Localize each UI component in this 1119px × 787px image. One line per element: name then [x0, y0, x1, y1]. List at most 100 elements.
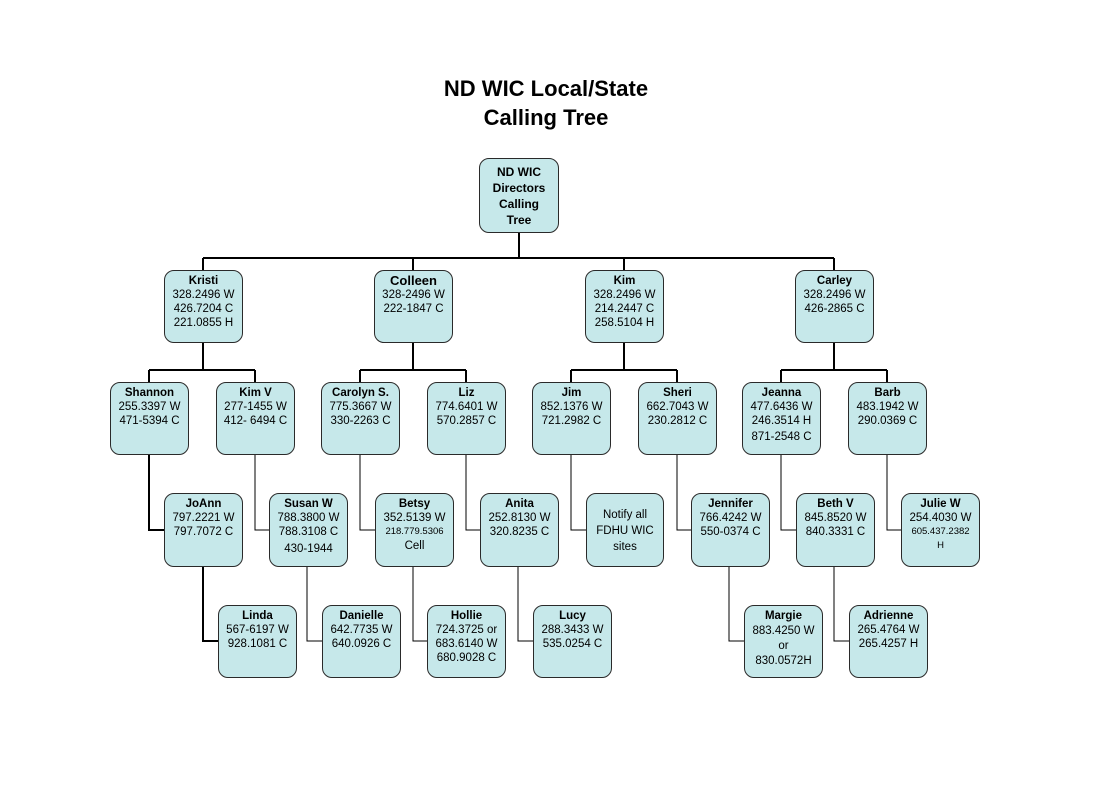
- node-liz: Liz 774.6401 W 570.2857 C: [427, 382, 506, 455]
- node-name: Julie W: [920, 498, 961, 510]
- node-carley: Carley 328.2496 W 426-2865 C: [795, 270, 874, 343]
- node-phone: 840.3331 C: [805, 526, 866, 538]
- node-name: Anita: [505, 498, 534, 510]
- connector-jennifer-margie: [728, 567, 744, 642]
- node-phone: 258.5104 H: [594, 317, 655, 329]
- connector-joann-linda: [202, 567, 218, 642]
- node-name: Kim V: [239, 387, 272, 399]
- node-phone: 426.7204 C: [173, 303, 234, 315]
- node-name: Danielle: [339, 610, 384, 622]
- node-sheri: Sheri 662.7043 W 230.2812 C: [638, 382, 717, 455]
- root-line: Calling: [498, 197, 539, 211]
- node-phone: 680.9028 C: [436, 652, 497, 664]
- node-name: Margie: [764, 610, 803, 622]
- node-phone: 230.2812 C: [647, 415, 708, 427]
- connector-sheri-jennifer: [676, 455, 691, 531]
- node-phone: 221.0855 H: [173, 317, 234, 329]
- node-name: Sheri: [663, 387, 692, 399]
- node-colleen: Colleen 328-2496 W 222-1847 C: [374, 270, 453, 343]
- node-carolyn-s: Carolyn S. 775.3667 W 330-2263 C: [321, 382, 400, 455]
- node-phone: 265.4257 H: [858, 638, 919, 650]
- node-anita: Anita 252.8130 W 320.8235 C: [480, 493, 559, 567]
- node-notify-fdhu: Notify all FDHU WIC sites: [586, 493, 664, 567]
- node-phone: 788.3800 W: [277, 512, 340, 524]
- node-phone: 471-5394 C: [119, 415, 180, 427]
- node-shannon: Shannon 255.3397 W 471-5394 C: [110, 382, 189, 455]
- node-phone: 252.8130 W: [488, 512, 551, 524]
- node-name: Kristi: [188, 275, 219, 287]
- title-line-1: ND WIC Local/State: [443, 76, 649, 101]
- node-name: Beth V: [817, 498, 854, 510]
- connector-betsy-hollie: [412, 567, 427, 642]
- node-text: Notify all: [602, 509, 648, 521]
- connector-carolyn-betsy: [359, 455, 375, 531]
- node-name: Barb: [874, 387, 901, 399]
- node-phone: 883.4250 W: [752, 625, 815, 637]
- node-phone: 642.7735 W: [330, 624, 393, 636]
- node-text: sites: [613, 541, 637, 553]
- node-phone: 797.2221 W: [172, 512, 235, 524]
- node-phone: 928.1081 C: [227, 638, 288, 650]
- connector-susan-danielle: [306, 567, 322, 642]
- node-name: Colleen: [390, 273, 437, 288]
- node-phone: 845.8520 W: [804, 512, 867, 524]
- node-root: ND WIC Directors Calling Tree: [479, 158, 559, 233]
- node-julie-w: Julie W 254.4030 W 605.437.2382 H: [901, 493, 980, 567]
- root-line: ND WIC: [497, 165, 541, 179]
- node-phone: 788.3108 C: [278, 526, 339, 538]
- title-line-2: Calling Tree: [483, 105, 609, 130]
- node-kim-v: Kim V 277-1455 W 412- 6494 C: [216, 382, 295, 455]
- connector-liz-anita: [465, 455, 480, 531]
- node-phone: 328.2496 W: [593, 289, 656, 301]
- node-name: Jim: [561, 387, 582, 399]
- node-phone: 852.1376 W: [540, 401, 603, 413]
- node-jeanna: Jeanna 477.6436 W 246.3514 H 871-2548 C: [742, 382, 821, 455]
- node-phone: 426-2865 C: [804, 303, 865, 315]
- node-phone: 288.3433 W: [541, 624, 604, 636]
- node-phone: 550-0374 C: [700, 526, 761, 538]
- node-phone: 222-1847 C: [383, 303, 444, 315]
- node-jennifer: Jennifer 766.4242 W 550-0374 C: [691, 493, 770, 567]
- node-jim: Jim 852.1376 W 721.2982 C: [532, 382, 611, 455]
- node-name: Carolyn S.: [332, 387, 389, 399]
- connector-kimv-susan: [254, 455, 269, 531]
- node-phone: 605.437.2382: [911, 526, 970, 537]
- connector-shannon-joann: [148, 455, 164, 531]
- node-phone: 328-2496 W: [382, 289, 445, 301]
- connector-anita-lucy: [517, 567, 533, 642]
- node-name: Kim: [613, 275, 636, 287]
- node-name: Linda: [242, 610, 273, 622]
- node-phone: 290.0369 C: [857, 415, 918, 427]
- node-adrienne: Adrienne 265.4764 W 265.4257 H: [849, 605, 928, 678]
- node-text: FDHU WIC: [596, 525, 654, 537]
- node-phone: 662.7043 W: [646, 401, 709, 413]
- connector-bethv-adrienne: [833, 567, 849, 642]
- node-phone: H: [937, 540, 944, 551]
- node-joann: JoAnn 797.2221 W 797.7072 C: [164, 493, 243, 567]
- node-phone: 246.3514 H: [751, 415, 812, 427]
- node-danielle: Danielle 642.7735 W 640.0926 C: [322, 605, 401, 678]
- node-name: Susan W: [284, 498, 333, 510]
- node-phone: 871-2548 C: [751, 431, 812, 443]
- node-phone: 255.3397 W: [118, 401, 181, 413]
- node-phone: 774.6401 W: [435, 401, 498, 413]
- node-phone: 724.3725 or: [435, 624, 498, 636]
- node-phone: 218.779.5306: [385, 526, 444, 537]
- node-phone: 721.2982 C: [541, 415, 602, 427]
- node-kristi: Kristi 328.2496 W 426.7204 C 221.0855 H: [164, 270, 243, 343]
- node-phone: 254.4030 W: [909, 512, 972, 524]
- node-hollie: Hollie 724.3725 or 683.6140 W 680.9028 C: [427, 605, 506, 678]
- node-phone: 477.6436 W: [750, 401, 813, 413]
- node-phone: 328.2496 W: [172, 289, 235, 301]
- node-barb: Barb 483.1942 W 290.0369 C: [848, 382, 927, 455]
- node-phone: 766.4242 W: [699, 512, 762, 524]
- node-name: Jennifer: [708, 498, 753, 510]
- node-phone: 214.2447 C: [594, 303, 655, 315]
- node-linda: Linda 567-6197 W 928.1081 C: [218, 605, 297, 678]
- node-name: Betsy: [398, 498, 431, 510]
- node-name: Lucy: [559, 610, 586, 622]
- node-phone: 567-6197 W: [226, 624, 289, 636]
- node-phone: 775.3667 W: [329, 401, 392, 413]
- node-phone: 430-1944: [284, 543, 333, 555]
